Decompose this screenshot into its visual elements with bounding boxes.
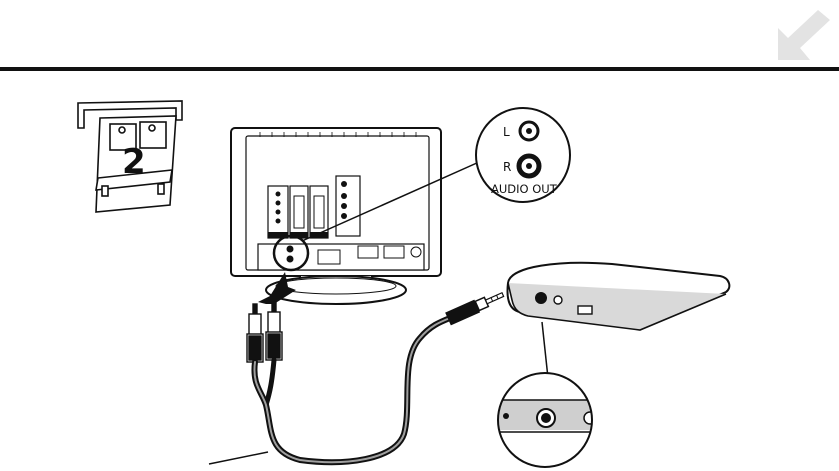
audio-out-l-jack — [287, 246, 294, 253]
callout-right-label: R — [503, 160, 511, 174]
audio-out-r-jack — [287, 256, 294, 263]
audio-cable — [254, 318, 450, 462]
step-number: 2 — [122, 142, 146, 182]
tv-back — [231, 128, 441, 276]
mini-jack-plug — [445, 288, 506, 325]
callout-left-label: L — [503, 125, 510, 139]
rca-plugs — [247, 302, 282, 362]
callout-caption: AUDIO OUT — [491, 182, 558, 196]
zoom-leader — [542, 322, 548, 378]
cable-label-line — [209, 452, 268, 464]
arrow-down-left-icon[interactable] — [772, 10, 830, 62]
audio-device — [508, 263, 730, 330]
header-rule — [0, 67, 839, 71]
device-port-zoom — [490, 373, 610, 467]
